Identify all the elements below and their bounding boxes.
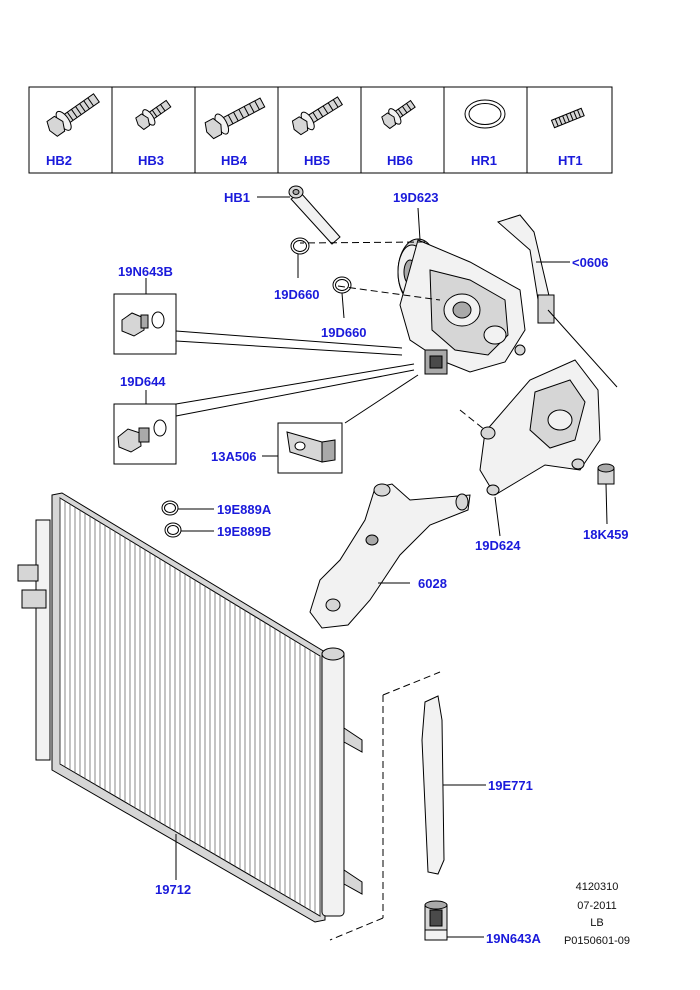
callout-13a506: 13A506: [211, 449, 257, 464]
long-bolt-hb1: [257, 185, 341, 245]
condenser-19712: [17, 492, 363, 923]
callout-19n643a: 19N643A: [486, 931, 542, 946]
legend-label-hb5: HB5: [304, 153, 330, 168]
o-ring-19d660-upper: [290, 237, 310, 278]
legend-label-ht1: HT1: [558, 153, 583, 168]
callout-below-0606: <0606: [572, 255, 609, 270]
legend-label-hb2: HB2: [46, 153, 72, 168]
callout-19e889b: 19E889B: [217, 524, 271, 539]
detail-box-19n643b: [113, 278, 403, 356]
callout-19d644: 19D644: [120, 374, 166, 389]
detail-box-19d644: [113, 363, 415, 465]
callout-19e771: 19E771: [488, 778, 533, 793]
o-ring-icon: [464, 99, 506, 129]
o-ring-19e889a: [161, 500, 214, 516]
desiccant-bag-19e771: [421, 695, 486, 875]
o-ring-19d660-lower: [332, 276, 352, 319]
threaded-stud-icon: [550, 107, 585, 129]
illustration-ref-number: 4120310: [576, 881, 619, 893]
plug-19n643a: [424, 900, 484, 941]
hex-flange-bolt-icon: [46, 93, 100, 137]
fastener-legend: HB2 HB3 HB4 HB5 HB6 HR1 HT1: [28, 86, 613, 174]
compressor-bracket: [459, 359, 601, 537]
refrigerant-pipe: [497, 214, 618, 388]
callout-hb1: HB1: [224, 190, 250, 205]
callout-19e889a: 19E889A: [217, 502, 272, 517]
callout-19d660-lower: 19D660: [321, 325, 367, 340]
legend-label-hr1: HR1: [471, 153, 497, 168]
legend-label-hb3: HB3: [138, 153, 164, 168]
ac-compressor: [299, 207, 526, 375]
callout-6028: 6028: [418, 576, 447, 591]
callout-19d660-upper: 19D660: [274, 287, 320, 302]
callout-19712: 19712: [155, 882, 191, 897]
hex-flange-bolt-icon: [204, 97, 266, 140]
illustration-code: LB: [590, 917, 603, 929]
legend-label-hb4: HB4: [221, 153, 248, 168]
mounting-arm-6028: [309, 483, 471, 629]
hex-flange-bolt-icon: [291, 96, 343, 136]
callout-19d624: 19D624: [475, 538, 521, 553]
hex-flange-bolt-short-icon: [135, 99, 172, 131]
callout-18k459: 18K459: [583, 527, 629, 542]
callout-19n643b: 19N643B: [118, 264, 173, 279]
illustration-date: 07-2011: [577, 900, 617, 912]
callout-19d623: 19D623: [393, 190, 439, 205]
hex-flange-bolt-short-icon: [381, 99, 416, 130]
illustration-id: P0150601-09: [564, 935, 630, 947]
drier-group-outline: [329, 671, 441, 941]
detail-box-13a506: [262, 374, 419, 474]
o-ring-19e889b: [164, 522, 214, 538]
legend-label-hb6: HB6: [387, 153, 413, 168]
tensioner-18k459: [597, 463, 615, 525]
